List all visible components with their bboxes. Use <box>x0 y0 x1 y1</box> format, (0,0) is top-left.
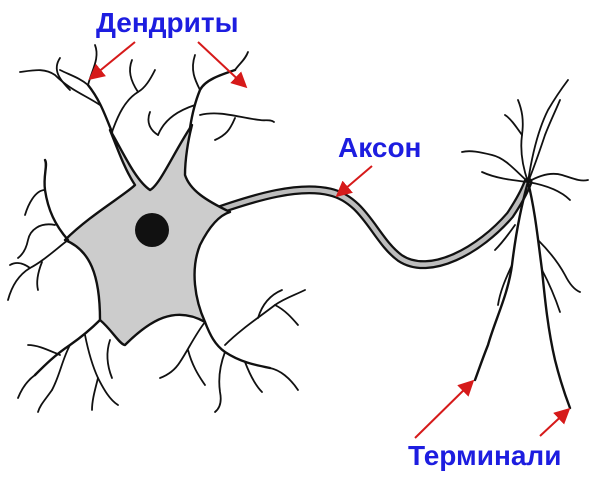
soma <box>63 123 232 347</box>
arrow-axon <box>335 165 373 198</box>
arrow-dendrites-right <box>197 41 248 89</box>
nucleus <box>135 213 169 247</box>
pointer-arrows <box>88 41 571 439</box>
arrow-dendrites-left <box>88 41 136 81</box>
axon <box>200 177 533 270</box>
label-terminals: Терминали <box>408 440 561 471</box>
arrow-terminals-left <box>414 379 475 439</box>
label-axon: Аксон <box>338 132 421 163</box>
dendrites <box>7 44 306 413</box>
axon-terminals <box>461 79 589 410</box>
label-dendrites: Дендриты <box>96 7 239 38</box>
arrow-terminals-right <box>539 407 571 437</box>
